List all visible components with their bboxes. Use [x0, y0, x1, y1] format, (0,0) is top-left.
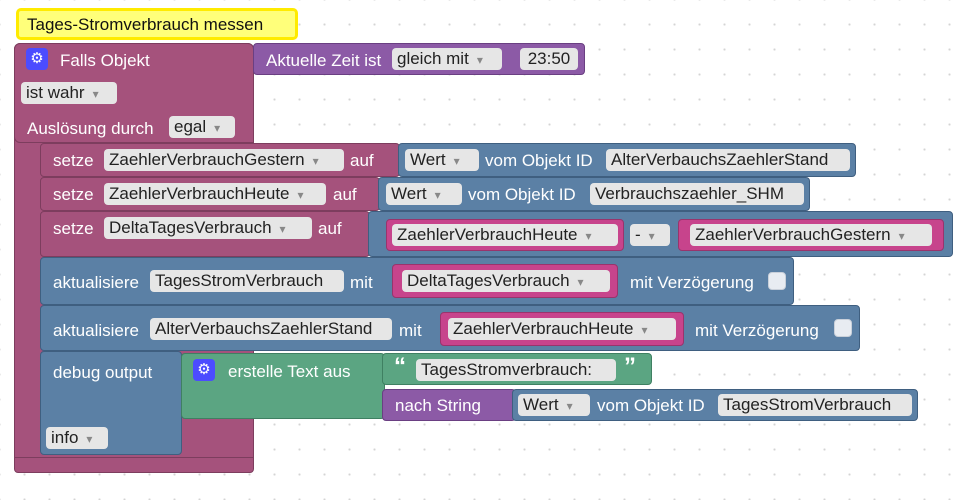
quote-close-icon: ”: [624, 353, 636, 380]
to-string-block[interactable]: [382, 389, 516, 421]
math-left-dropdown[interactable]: ZaehlerVerbrauchHeute: [392, 224, 618, 246]
trigger-dropdown[interactable]: egal: [169, 116, 235, 138]
set1-var-dropdown[interactable]: ZaehlerVerbrauchGestern: [104, 149, 344, 171]
upd1-mit: mit: [350, 273, 373, 292]
math-op-dropdown[interactable]: -: [630, 224, 670, 246]
set3-var-dropdown[interactable]: DeltaTagesVerbrauch: [104, 217, 312, 239]
debug-label: debug output: [53, 363, 153, 382]
event-block-bottom: [14, 457, 254, 473]
set2-prop-dropdown[interactable]: Wert: [386, 183, 462, 205]
condition-dropdown[interactable]: ist wahr: [21, 82, 117, 104]
set1-label: setze: [53, 151, 94, 170]
upd1-label: aktualisiere: [53, 273, 139, 292]
math-right-dropdown[interactable]: ZaehlerVerbrauchGestern: [690, 224, 932, 246]
comment-bubble[interactable]: Tages-Stromverbrauch messen: [16, 8, 298, 40]
gear-icon[interactable]: ⚙: [193, 359, 215, 381]
comment-text: Tages-Stromverbrauch messen: [27, 15, 264, 34]
upd2-target-field[interactable]: AlterVerbauchsZaehlerStand: [150, 318, 392, 340]
compare-op-dropdown[interactable]: gleich mit: [392, 48, 502, 70]
set1-object-field[interactable]: AlterVerbauchsZaehlerStand: [606, 149, 850, 171]
time-label: Aktuelle Zeit ist: [266, 51, 382, 70]
set2-auf: auf: [333, 185, 357, 204]
set2-vom: vom Objekt ID: [468, 185, 576, 204]
set1-prop-dropdown[interactable]: Wert: [405, 149, 479, 171]
set3-auf: auf: [318, 219, 342, 238]
upd2-label: aktualisiere: [53, 321, 139, 340]
debug-object-field[interactable]: TagesStromVerbrauch: [718, 394, 912, 416]
set1-auf: auf: [350, 151, 374, 170]
debug-prop-dropdown[interactable]: Wert: [518, 394, 590, 416]
set1-vom: vom Objekt ID: [485, 151, 593, 170]
text-join-block[interactable]: [181, 353, 385, 419]
debug-level-dropdown[interactable]: info: [46, 427, 108, 449]
quote-open-icon: “: [394, 353, 406, 380]
text-join-label: erstelle Text aus: [228, 362, 351, 381]
gear-icon[interactable]: ⚙: [26, 48, 48, 70]
time-value-field[interactable]: 23:50: [520, 48, 578, 70]
falls-objekt-label: Falls Objekt: [60, 51, 150, 70]
to-string-label: nach String: [395, 396, 481, 415]
upd2-delay-checkbox[interactable]: [834, 319, 852, 337]
upd2-value-dropdown[interactable]: ZaehlerVerbrauchHeute: [448, 318, 676, 340]
upd2-delay-label: mit Verzögerung: [695, 321, 819, 340]
upd1-value-dropdown[interactable]: DeltaTagesVerbrauch: [402, 270, 610, 292]
set3-label: setze: [53, 219, 94, 238]
upd2-mit: mit: [399, 321, 422, 340]
debug-vom: vom Objekt ID: [597, 396, 705, 415]
upd1-delay-checkbox[interactable]: [768, 272, 786, 290]
set2-object-field[interactable]: Verbrauchszaehler_SHM: [590, 183, 804, 205]
trigger-label: Auslösung durch: [27, 119, 154, 138]
upd1-target-field[interactable]: TagesStromVerbrauch: [150, 270, 344, 292]
set2-label: setze: [53, 185, 94, 204]
set2-var-dropdown[interactable]: ZaehlerVerbrauchHeute: [104, 183, 326, 205]
upd1-delay-label: mit Verzögerung: [630, 273, 754, 292]
string-field[interactable]: TagesStromverbrauch:: [416, 359, 616, 381]
